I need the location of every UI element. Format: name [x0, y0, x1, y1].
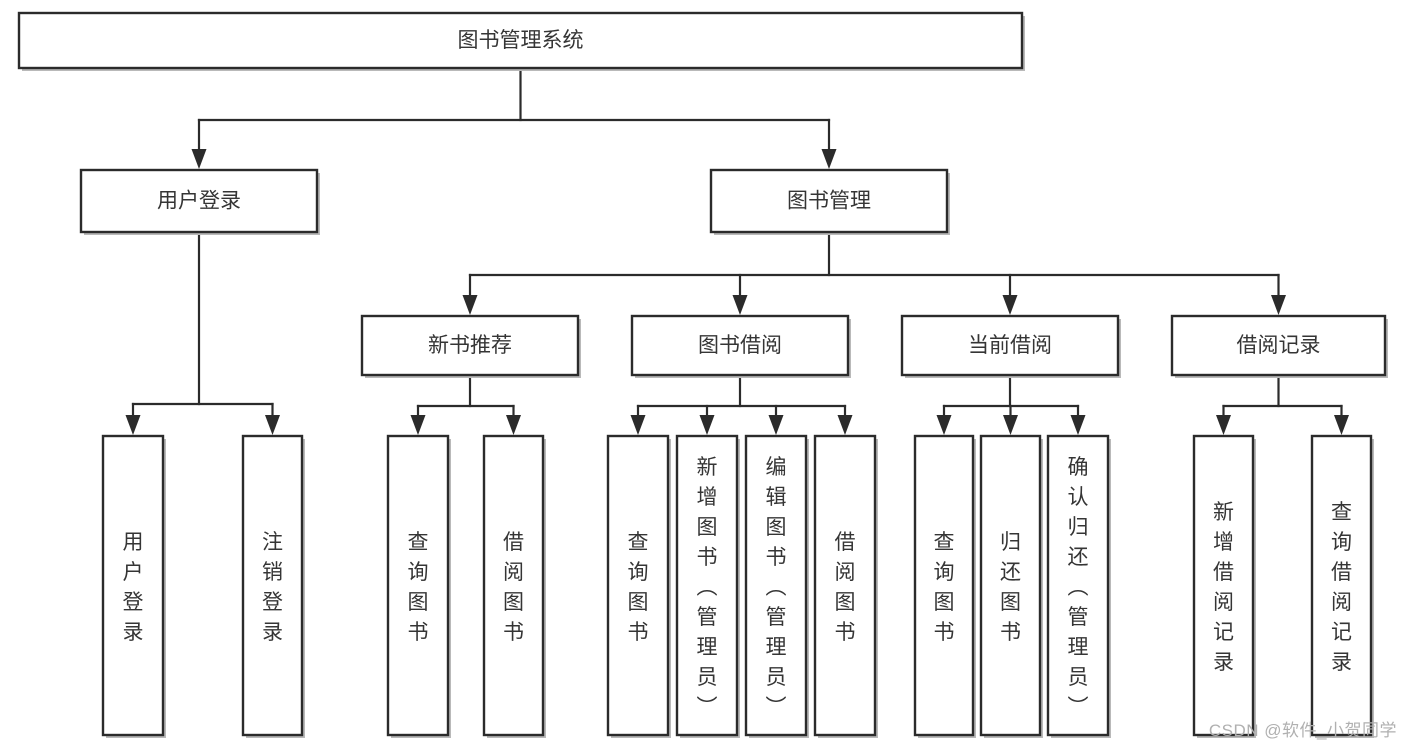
- node-box: [1170, 314, 1387, 377]
- node-label: 查询图书: [628, 531, 649, 644]
- node-box: [979, 434, 1042, 737]
- node-label: 注销登录: [262, 531, 283, 644]
- node-leaf_12[interactable]: 查询借阅记录: [1310, 434, 1374, 738]
- node-box: [360, 314, 580, 377]
- node-leaf_10[interactable]: 确认归还︵管理员︶: [1046, 434, 1111, 738]
- node-label: 图书管理系统: [458, 29, 584, 52]
- arrow-head-icon: [506, 415, 521, 435]
- node-leaf_1[interactable]: 注销登录: [241, 434, 305, 738]
- arrow-head-icon: [1334, 415, 1349, 435]
- node-box: [900, 314, 1120, 377]
- node-label: 新书推荐: [428, 334, 512, 357]
- arrow-head-icon: [936, 415, 952, 435]
- node-label: 查询借阅记录: [1331, 501, 1352, 674]
- node-leaf_8[interactable]: 查询图书: [913, 434, 976, 738]
- node-box: [386, 434, 450, 737]
- arrow-head-icon: [630, 415, 646, 435]
- node-l2_2[interactable]: 当前借阅: [900, 314, 1121, 378]
- node-box: [744, 434, 808, 737]
- arrow-head-icon: [265, 415, 280, 435]
- node-label: 借阅记录: [1237, 334, 1321, 357]
- arrow-head-icon: [1070, 415, 1086, 435]
- node-leaf_0[interactable]: 用户登录: [101, 434, 166, 738]
- arrow-head-icon: [125, 415, 141, 435]
- arrow-head-icon: [1003, 415, 1018, 435]
- node-l2_0[interactable]: 新书推荐: [360, 314, 581, 378]
- node-root[interactable]: 图书管理系统: [17, 11, 1025, 71]
- node-box: [79, 168, 319, 234]
- node-label: 图书管理: [787, 190, 871, 213]
- node-l2_3[interactable]: 借阅记录: [1170, 314, 1388, 378]
- arrow-head-icon: [821, 149, 837, 169]
- node-box: [1192, 434, 1255, 737]
- node-box: [241, 434, 304, 737]
- node-leaf_7[interactable]: 借阅图书: [813, 434, 878, 738]
- arrow-head-icon: [732, 295, 748, 315]
- arrow-head-icon: [1271, 295, 1286, 315]
- node-label: 用户登录: [157, 190, 241, 213]
- node-l1_0[interactable]: 用户登录: [79, 168, 320, 235]
- arrow-head-icon: [768, 415, 784, 435]
- node-box: [913, 434, 975, 737]
- node-l2_1[interactable]: 图书借阅: [630, 314, 851, 378]
- node-box: [1310, 434, 1373, 737]
- node-leaf_9[interactable]: 归还图书: [979, 434, 1043, 738]
- node-leaf_11[interactable]: 新增借阅记录: [1192, 434, 1256, 738]
- node-label: 借阅图书: [835, 531, 856, 644]
- node-box: [17, 11, 1024, 70]
- node-label: 新增图书︵管理员︶: [697, 456, 718, 719]
- node-box: [630, 314, 850, 377]
- node-leaf_5[interactable]: 新增图书︵管理员︶: [675, 434, 740, 738]
- arrow-head-icon: [699, 415, 715, 435]
- node-leaf_3[interactable]: 借阅图书: [482, 434, 546, 738]
- arrow-head-icon: [1216, 415, 1231, 435]
- node-box: [482, 434, 545, 737]
- arrow-head-icon: [1002, 295, 1018, 315]
- node-label: 编辑图书︵管理员︶: [766, 456, 787, 719]
- node-label: 归还图书: [1000, 531, 1021, 644]
- connector-layer: [125, 66, 1349, 435]
- node-label: 确认归还︵管理员︶: [1068, 456, 1089, 719]
- node-leaf_4[interactable]: 查询图书: [606, 434, 671, 738]
- node-label: 新增借阅记录: [1213, 501, 1234, 674]
- node-layer: 图书管理系统用户登录图书管理新书推荐图书借阅当前借阅借阅记录用户登录注销登录查询…: [17, 11, 1388, 738]
- arrow-head-icon: [410, 415, 426, 435]
- node-box: [813, 434, 877, 737]
- node-leaf_6[interactable]: 编辑图书︵管理员︶: [744, 434, 809, 738]
- node-label: 图书借阅: [698, 334, 782, 357]
- node-leaf_2[interactable]: 查询图书: [386, 434, 451, 738]
- node-label: 查询图书: [934, 531, 955, 644]
- node-label: 借阅图书: [503, 531, 524, 644]
- node-l1_1[interactable]: 图书管理: [709, 168, 950, 235]
- node-box: [1046, 434, 1110, 737]
- node-label: 查询图书: [408, 531, 429, 644]
- node-box: [709, 168, 949, 234]
- node-label: 当前借阅: [968, 334, 1052, 357]
- arrow-head-icon: [191, 149, 207, 169]
- arrow-head-icon: [837, 415, 853, 435]
- node-box: [675, 434, 739, 737]
- node-box: [101, 434, 165, 737]
- node-label: 用户登录: [123, 531, 144, 644]
- arrow-head-icon: [462, 295, 478, 315]
- node-box: [606, 434, 670, 737]
